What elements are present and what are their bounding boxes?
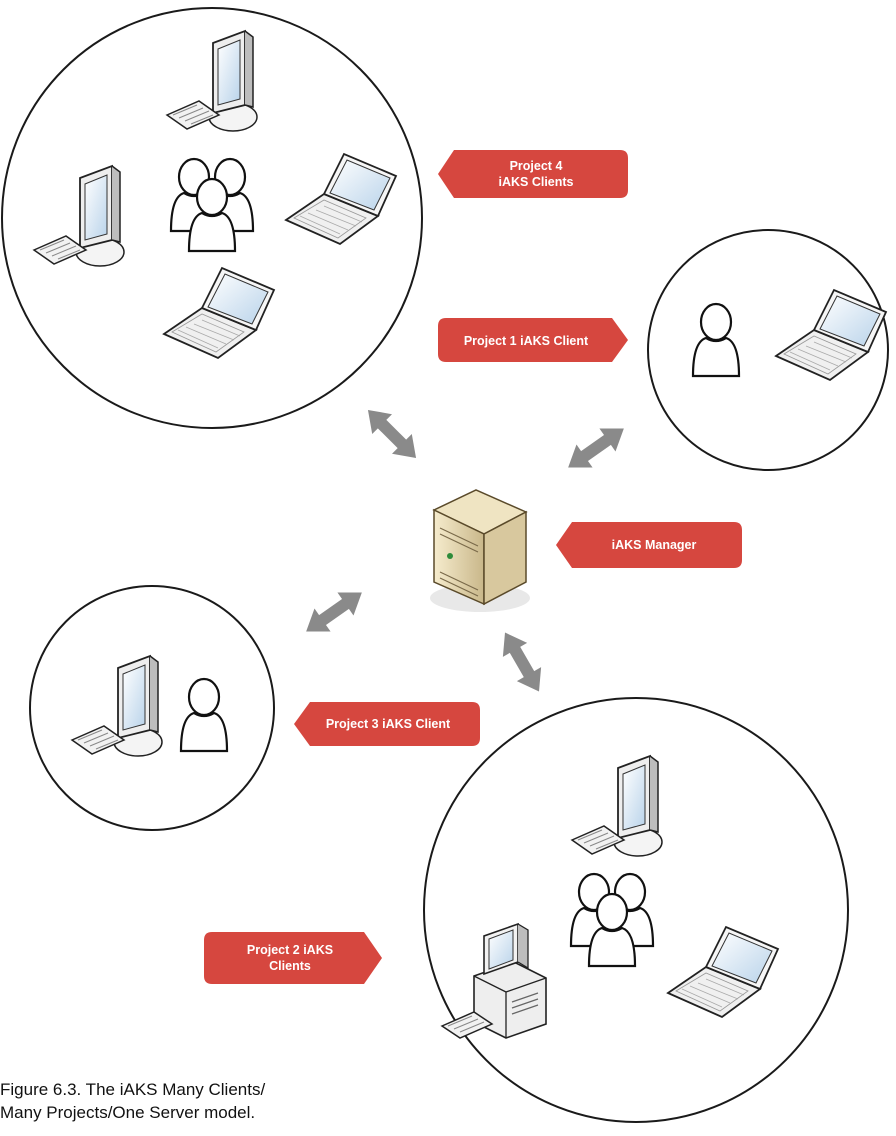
callout-project2-line1: Project 2 iAKS xyxy=(247,943,333,957)
callout-manager-text: iAKS Manager xyxy=(612,538,697,552)
figure-caption: Figure 6.3. The iAKS Many Clients/ Many … xyxy=(0,1078,300,1124)
callout-project2-line2: Clients xyxy=(269,959,311,973)
callout-project1-text: Project 1 iAKS Client xyxy=(464,334,589,348)
bidirectional-arrow-icon xyxy=(358,400,426,468)
callout-project4-line2: iAKS Clients xyxy=(498,175,573,189)
bidirectional-arrow-icon xyxy=(560,417,632,479)
caption-line-1: Figure 6.3. The iAKS Many Clients/ xyxy=(0,1080,266,1099)
project1-circle xyxy=(647,229,889,471)
callout-project4: Project 4 iAKS Clients xyxy=(438,150,628,198)
callout-project3: Project 3 iAKS Client xyxy=(294,702,480,746)
callout-project2: Project 2 iAKS Clients xyxy=(204,932,382,984)
server-tower-icon xyxy=(430,489,530,612)
callout-manager: iAKS Manager xyxy=(556,522,742,568)
bidirectional-arrow-icon xyxy=(492,625,552,699)
bidirectional-arrow-icon xyxy=(298,581,370,643)
callout-project1: Project 1 iAKS Client xyxy=(438,318,628,362)
callout-project4-line1: Project 4 xyxy=(510,159,563,173)
caption-line-2: Many Projects/One Server model. xyxy=(0,1103,256,1122)
callout-project3-text: Project 3 iAKS Client xyxy=(326,717,451,731)
